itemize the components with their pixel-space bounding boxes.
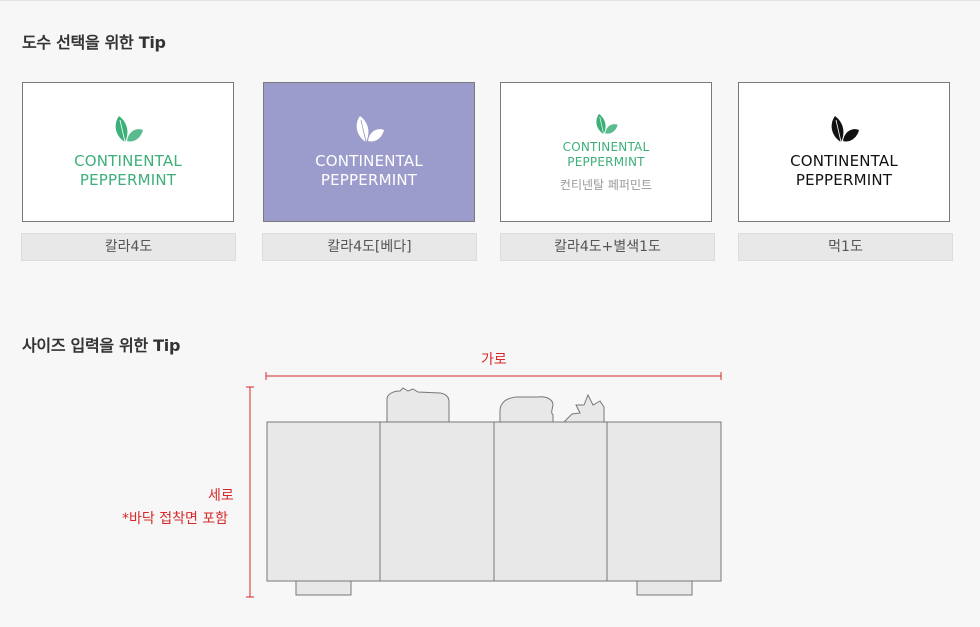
panel-4 <box>606 421 722 582</box>
logo-line1: CONTINENTAL <box>790 152 898 170</box>
logo-korean-text: 컨티넨탈 페퍼민트 <box>559 177 653 192</box>
option-card-color4[interactable]: CONTINENTAL PEPPERMINT <box>22 82 234 222</box>
option-card-black1[interactable]: CONTINENTAL PEPPERMINT <box>738 82 950 222</box>
width-dimension-line <box>265 372 722 380</box>
option-label-black1[interactable]: 먹1도 <box>738 233 953 261</box>
section-title-size-input: 사이즈 입력을 위한 Tip <box>22 336 181 355</box>
base-foot-left <box>295 580 352 596</box>
option-card-color4-bleed[interactable]: CONTINENTAL PEPPERMINT <box>263 82 475 222</box>
logo-line2: PEPPERMINT <box>320 171 418 189</box>
logo-line1: CONTINENTAL <box>562 139 650 154</box>
panel-3 <box>493 421 608 582</box>
logo-line2: PEPPERMINT <box>567 154 645 169</box>
logo-line2: PEPPERMINT <box>795 171 893 189</box>
option-card-color4-spot1[interactable]: CONTINENTAL PEPPERMINT 컨티넨탈 페퍼민트 <box>500 82 712 222</box>
width-label: 가로 <box>481 352 507 368</box>
base-foot-right <box>636 580 693 596</box>
height-dimension-line <box>246 386 254 598</box>
cutout-shape-3 <box>562 393 605 423</box>
logo-line1: CONTINENTAL <box>74 152 182 170</box>
cutout-shape-1 <box>386 387 450 423</box>
option-label-color4-spot1[interactable]: 칼라4도+별색1도 <box>500 233 715 261</box>
panel-1 <box>266 421 381 582</box>
option-label-color4-bleed[interactable]: 칼라4도[베다] <box>262 233 477 261</box>
panel-2 <box>379 421 495 582</box>
mint-leaf-icon <box>831 116 859 143</box>
mint-leaf-icon <box>596 113 618 134</box>
height-note: *바닥 접착면 포함 <box>122 511 229 527</box>
section-title-color-count: 도수 선택을 위한 Tip <box>22 33 166 52</box>
option-label-color4[interactable]: 칼라4도 <box>21 233 236 261</box>
cutout-shape-2 <box>499 396 554 423</box>
logo-line1: CONTINENTAL <box>315 152 423 170</box>
logo-line2: PEPPERMINT <box>79 171 177 189</box>
mint-leaf-icon <box>115 116 143 143</box>
height-label: 세로 <box>208 488 234 504</box>
mint-leaf-icon <box>356 116 384 143</box>
